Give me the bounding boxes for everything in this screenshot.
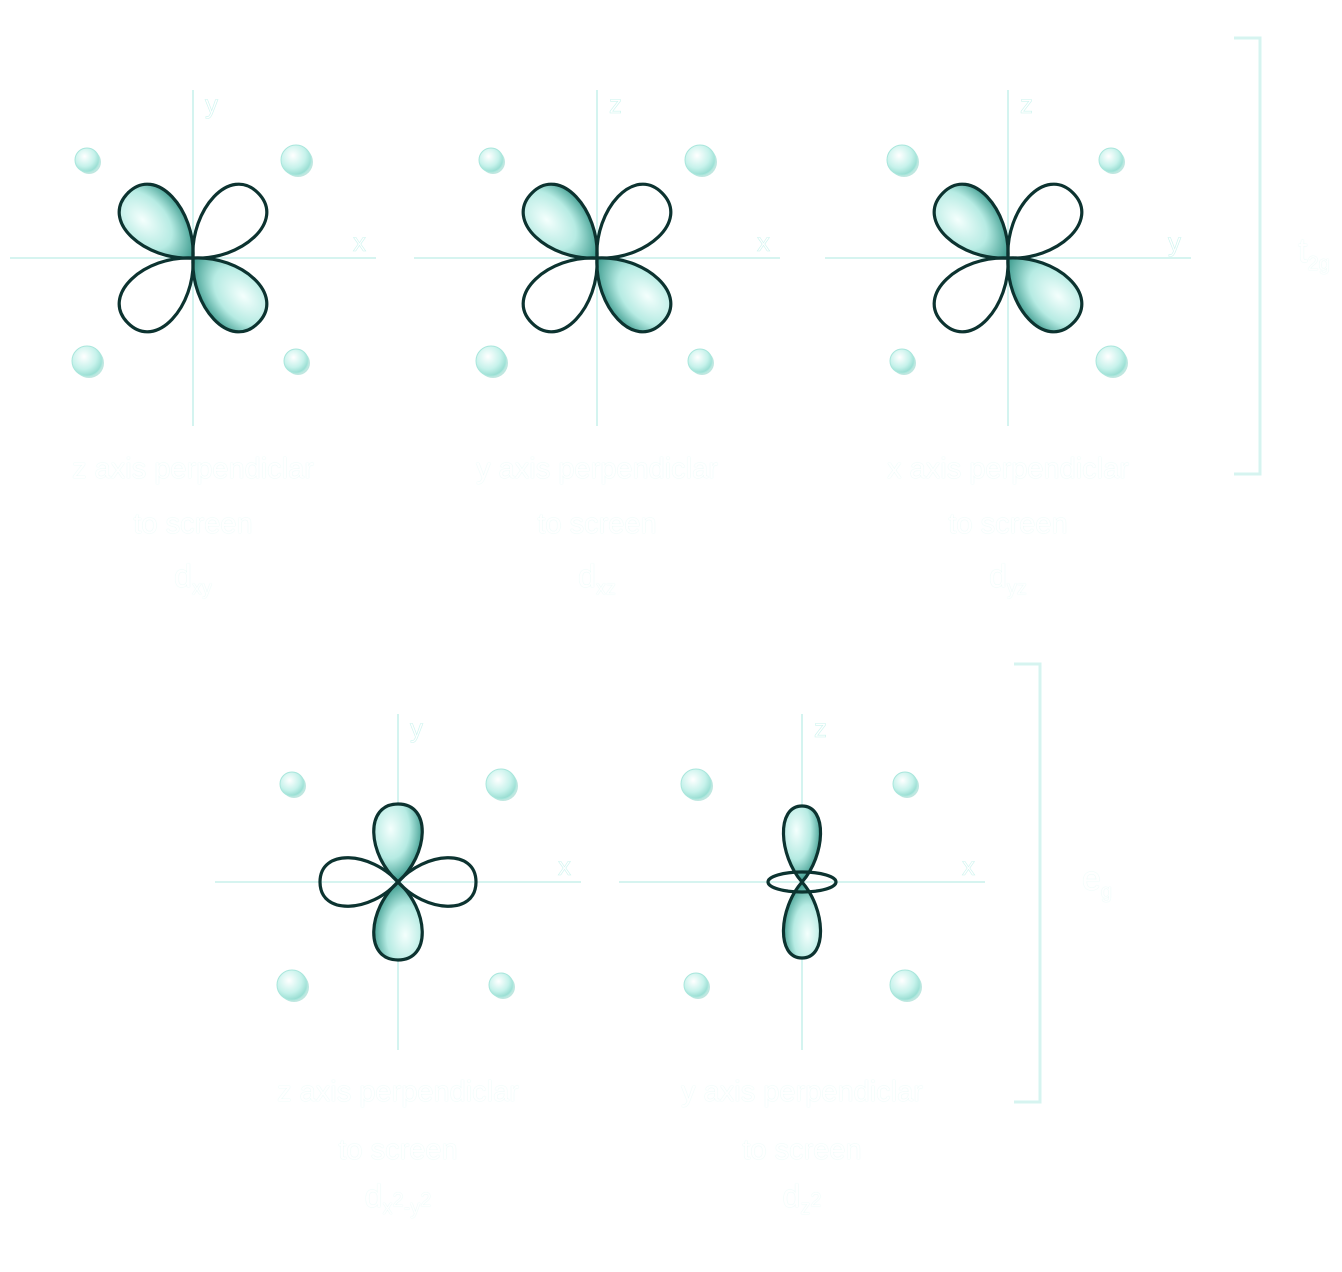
caption-dyz-line1: x axis perpendiclar (887, 453, 1129, 485)
ligand-dxy-3 (283, 348, 309, 374)
panel-dz2: zx (619, 713, 985, 1050)
lobe-dxy-upper-right (191, 182, 269, 260)
lobe-dxz-upper-right (595, 182, 673, 260)
horizontal-axis-label-dx2y2: x (558, 851, 571, 881)
lobe-dxy-lower-left (117, 256, 195, 334)
lobe-dxz-upper-left (521, 182, 599, 260)
ligand-dyz-3 (1095, 345, 1127, 377)
ligand-dx2y2-0 (279, 771, 305, 797)
vertical-axis-label-dyz: z (1020, 89, 1033, 119)
ligand-dxz-3 (687, 348, 713, 374)
ligand-dz2-1 (892, 771, 918, 797)
ligand-dz2-3 (889, 969, 921, 1001)
lobe-dx2y2-top (372, 802, 424, 884)
lobe-dz2-bottom (781, 880, 823, 960)
vertical-axis-label-dxy: y (205, 89, 218, 119)
group-label-eg: eg (1082, 860, 1113, 903)
t2g-bracket (1234, 36, 1262, 476)
ligand-dyz-1 (1098, 147, 1124, 173)
ligand-dxz-0 (478, 147, 504, 173)
lobe-dx2y2-bottom (372, 880, 424, 962)
ligand-dxz-1 (684, 144, 716, 176)
caption-dxy-line2: to screen (133, 508, 253, 540)
lobe-dxy-upper-left (117, 182, 195, 260)
group-brackets (1014, 36, 1262, 1104)
lobe-dz2-top (781, 804, 823, 884)
ligand-dxz-2 (475, 345, 507, 377)
ligand-dz2-2 (683, 972, 709, 998)
panel-dx2y2: yx (215, 713, 581, 1050)
caption-dyz-line2: to screen (948, 508, 1068, 540)
ligand-dxy-2 (71, 345, 103, 377)
ligand-dyz-2 (889, 348, 915, 374)
caption-dxz-line1: y axis perpendiclar (476, 453, 718, 485)
eg-bracket (1014, 662, 1042, 1104)
symbol-dx2y2: dx2-y2 (364, 1178, 432, 1220)
horizontal-axis-label-dz2: x (962, 851, 975, 881)
horizontal-axis-label-dyz: y (1168, 227, 1181, 257)
ligand-dxy-1 (280, 144, 312, 176)
caption-dxz-line2: to screen (537, 508, 657, 540)
ligand-dyz-0 (886, 144, 918, 176)
horizontal-axis-label-dxy: x (353, 227, 366, 257)
horizontal-axis-label-dxz: x (757, 227, 770, 257)
lobe-dx2y2-left (318, 856, 400, 908)
symbol-dxy: dxy (174, 558, 212, 600)
ligand-dx2y2-3 (488, 972, 514, 998)
panel-dxz: zx (414, 89, 780, 426)
symbol-dz2: dz2 (782, 1178, 822, 1220)
symbol-dyz: dyz (989, 558, 1027, 600)
ligand-dxy-0 (74, 147, 100, 173)
group-label-t2g: t2g (1298, 232, 1330, 275)
ligand-dx2y2-2 (276, 969, 308, 1001)
panel-dyz: zy (825, 89, 1191, 426)
lobe-dyz-upper-left (932, 182, 1010, 260)
lobe-dyz-lower-right (1006, 256, 1084, 334)
lobe-dxz-lower-right (595, 256, 673, 334)
caption-dxy-line1: z axis perpendiclar (72, 453, 314, 485)
ligand-dz2-0 (680, 768, 712, 800)
vertical-axis-label-dz2: z (814, 713, 827, 743)
panel-dxy: yx (10, 89, 376, 426)
lobe-dx2y2-right (396, 856, 478, 908)
caption-dx2y2-line2: to screen (338, 1134, 458, 1166)
lobe-dyz-upper-right (1006, 182, 1084, 260)
lobe-dyz-lower-left (932, 256, 1010, 334)
vertical-axis-label-dx2y2: y (410, 713, 423, 743)
ligand-dx2y2-1 (485, 768, 517, 800)
caption-dx2y2-line1: z axis perpendiclar (277, 1076, 519, 1108)
torus-dz2 (766, 870, 838, 894)
lobe-dxz-lower-left (521, 256, 599, 334)
lobe-dxy-lower-right (191, 256, 269, 334)
symbol-dxz: dxz (578, 558, 616, 600)
caption-dz2-line2: to screen (742, 1134, 862, 1166)
caption-dz2-line1: y axis perpendiclar (681, 1076, 923, 1108)
vertical-axis-label-dxz: z (609, 89, 622, 119)
